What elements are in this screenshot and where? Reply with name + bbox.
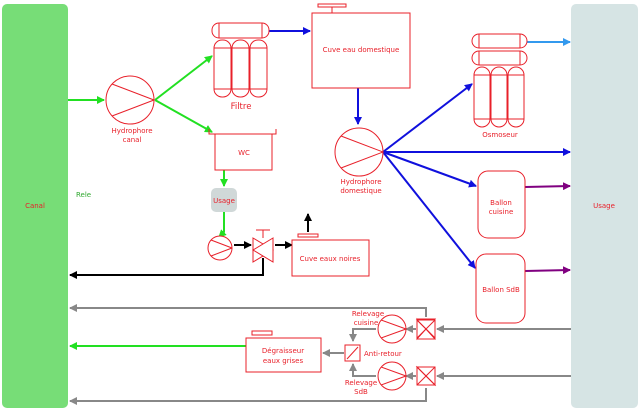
flow-hydro-to-ballon-sdb — [382, 151, 476, 269]
anti-retour: Anti-retour — [344, 344, 402, 362]
relevage-sdb-label-1: Relevage — [345, 379, 377, 387]
filtre: Filtre — [211, 22, 270, 112]
flow-gray-top-return — [69, 304, 427, 317]
cuve-eau-domestique-label: Cuve eau domestique — [323, 46, 400, 54]
relevage-cuisine-label-2: cuisine — [354, 319, 379, 327]
ballon-sdb: Ballon SdB — [475, 253, 526, 324]
cuve-eaux-noires-label: Cuve eaux noires — [300, 255, 361, 263]
flow-hydrophore-to-filtre — [154, 55, 213, 101]
hydrophore-canal-label-2: canal — [123, 136, 142, 144]
rele-label: Rele — [76, 191, 91, 199]
flow-usage-to-pump — [218, 212, 227, 238]
flow-relevage-sdb-to-antiretour — [349, 363, 376, 377]
ballon-cuisine-label-2: cuisine — [489, 208, 514, 216]
canal-panel: Canal — [2, 4, 68, 408]
usage-badge-label: Usage — [213, 197, 235, 205]
hydrophore-domestique: Hydrophore domestique — [334, 127, 384, 195]
degraisseur-label-1: Dégraisseur — [262, 347, 304, 355]
pompe-eaux-noires — [207, 235, 233, 261]
degraisseur: Dégraisseur eaux grises — [245, 330, 322, 373]
ballon-cuisine-label-1: Ballon — [490, 199, 512, 207]
hydrophore-domestique-label-2: domestique — [340, 187, 381, 195]
vanne-eaux-noires — [252, 229, 274, 263]
flow-ballon-sdb-to-usage — [524, 266, 571, 275]
flow-ballon-cuisine-to-usage — [524, 182, 571, 191]
hydrophore-canal-label-1: Hydrophore — [111, 127, 152, 135]
wc-label: WC — [238, 149, 250, 157]
flow-gray-bottom-return — [69, 388, 427, 405]
vanne-cuisine — [415, 317, 437, 341]
anti-retour-label: Anti-retour — [364, 350, 402, 358]
flow-hydro-to-osmoseur — [382, 83, 473, 153]
osmoseur: Osmoseur — [471, 33, 528, 139]
usage-badge: Usage — [211, 188, 237, 212]
relevage-sdb: Relevage SdB — [345, 361, 407, 396]
cuve-eau-domestique: Cuve eau domestique — [311, 3, 411, 89]
filtre-label: Filtre — [231, 102, 252, 112]
flow-relevage-cuisine-to-antiretour — [349, 328, 376, 342]
cuve-eaux-noires: Cuve eaux noires — [291, 233, 370, 277]
usage-label: Usage — [593, 202, 615, 210]
degraisseur-label-2: eaux grises — [263, 357, 304, 365]
wc: WC — [208, 129, 277, 171]
relevage-cuisine-label-1: Relevage — [352, 310, 384, 318]
relevage-cuisine: Relevage cuisine — [352, 310, 407, 344]
flow-hydrophore-to-wc — [154, 99, 213, 133]
vanne-sdb — [415, 365, 437, 387]
hydrophore-domestique-label-1: Hydrophore — [340, 178, 381, 186]
flow-eaux-noires-to-canal — [69, 258, 264, 279]
usage-panel: Usage — [571, 4, 638, 408]
hydrophore-canal: Hydrophore canal — [105, 75, 155, 144]
osmoseur-label: Osmoseur — [482, 131, 518, 139]
canal-label: Canal — [25, 202, 45, 210]
ballon-cuisine: Ballon cuisine — [477, 170, 526, 239]
flow-hydro-to-ballon-cuisine — [382, 151, 477, 188]
ballon-sdb-label: Ballon SdB — [482, 286, 520, 294]
relevage-sdb-label-2: SdB — [354, 388, 368, 396]
